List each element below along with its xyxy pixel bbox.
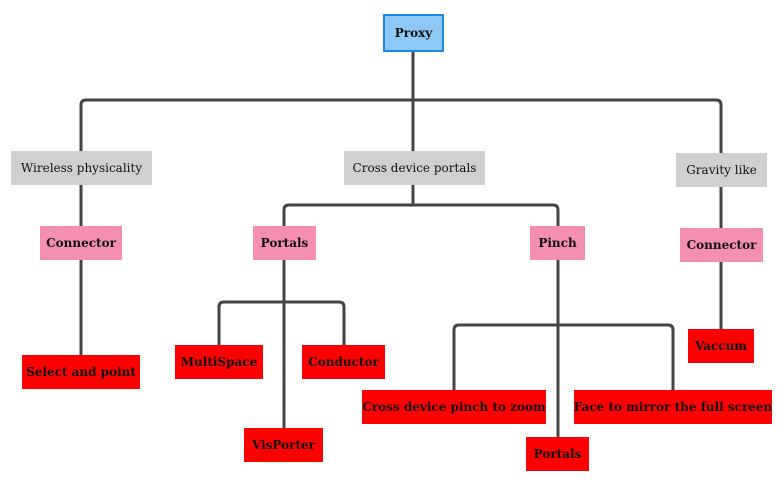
edge-portals-bar (222, 300, 346, 347)
edge-pinch-bar (457, 323, 675, 392)
node-pinch-portals: Portals (526, 437, 589, 471)
node-pinch: Pinch (530, 226, 585, 260)
node-cross-device-pinch-to-zoom: Cross device pinch to zoom (362, 390, 546, 424)
node-multispace: MultiSpace (175, 345, 263, 379)
node-proxy: Proxy (383, 14, 444, 52)
node-conductor: Conductor (302, 345, 385, 379)
edge-portals-left (217, 300, 226, 347)
edge-root-left (79, 98, 88, 153)
node-portals: Portals (253, 226, 316, 260)
node-select-and-point: Select and point (22, 355, 140, 389)
node-vaccum: Vaccum (688, 329, 754, 363)
node-gravity-like: Gravity like (676, 153, 767, 187)
node-wireless-connector: Connector (40, 226, 122, 260)
node-visporter: VisPorter (244, 428, 323, 462)
node-face-to-mirror: Face to mirror the full screen (574, 390, 772, 424)
node-gravity-connector: Connector (680, 228, 763, 262)
node-cross-device-portals: Cross device portals (344, 151, 485, 185)
node-wireless-physicality: Wireless physicality (11, 151, 152, 185)
edge-cross-left (282, 203, 291, 228)
edge-root-bar (84, 98, 723, 107)
edge-cross-bar (287, 203, 560, 228)
edge-pinch-left (452, 323, 461, 392)
